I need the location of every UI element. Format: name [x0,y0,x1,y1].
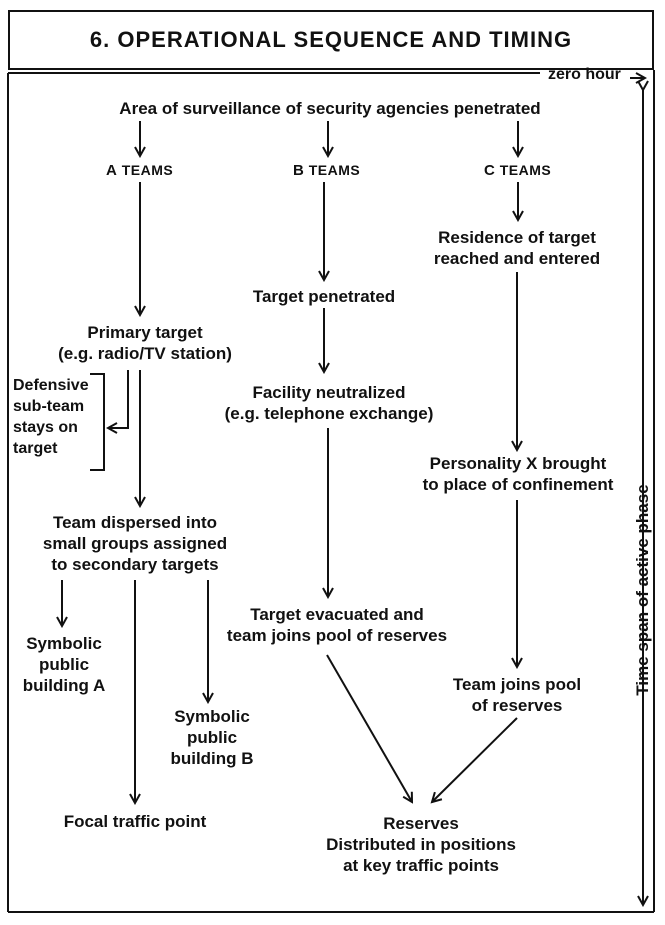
team-a-word: TEAMS [121,162,174,178]
sym-b-line-2: public [186,728,238,747]
reserves-line-2: Distributed in positions [326,835,516,854]
neutralized-line-1: Facility neutralized [252,383,406,402]
sym-a-line-1: Symbolic [26,634,102,653]
residence-line-1: Residence of target [438,228,596,247]
defensive-line-1: Defensive [13,377,89,394]
dispersed-line-1: Team dispersed into [52,513,218,532]
team-b-word: TEAMS [308,162,361,178]
personality-line-1: Personality X brought [429,454,607,473]
reserves-line-1: Reserves [383,814,459,833]
reserves-line-3: at key traffic points [343,856,499,875]
node-personality-x: Personality X brought to place of confin… [408,453,628,495]
evacuated-line-1: Target evacuated and [250,605,424,624]
sym-b-line-3: building B [170,749,254,768]
node-facility-neutralized: Facility neutralized (e.g. telephone exc… [214,382,444,424]
node-reserves: Reserves Distributed in positions at key… [306,813,536,876]
node-focal-traffic: Focal traffic point [63,812,207,831]
residence-line-2: reached and entered [433,249,601,268]
node-symbolic-b: Symbolic public building B [162,706,262,769]
time-span-label: Time span of active phase [633,484,652,696]
node-residence: Residence of target reached and entered [417,227,617,269]
primary-line-2: (e.g. radio/TV station) [58,344,232,363]
node-target-evacuated: Target evacuated and team joins pool of … [222,604,452,646]
defensive-line-2: sub-team [13,398,85,415]
defensive-bracket [90,373,105,471]
team-c-word: TEAMS [499,162,552,178]
team-a-label: A TEAMS [106,162,173,179]
defensive-line-4: target [13,440,58,457]
sym-a-line-2: public [38,655,90,674]
team-b-label: B TEAMS [293,162,360,179]
node-team-joins-pool: Team joins pool of reserves [437,674,597,716]
defensive-line-3: stays on [13,419,78,436]
title-box: 6. OPERATIONAL SEQUENCE AND TIMING [8,10,654,70]
top-node: Area of surveillance of security agencie… [119,99,541,118]
sym-a-line-3: building A [22,676,106,695]
dispersed-line-3: to secondary targets [51,555,219,574]
zero-hour-label: zero hour [548,66,621,83]
arrow-evacuated-to-reserves [326,654,412,802]
team-c-letter: C [484,162,496,179]
team-a-letter: A [106,162,118,179]
arrow-joins-to-reserves [432,717,518,802]
personality-line-2: to place of confinement [422,475,614,494]
sym-b-line-1: Symbolic [174,707,250,726]
evacuated-line-2: team joins pool of reserves [226,626,448,645]
arrow-primary-to-defensive [108,370,129,428]
diagram-title: 6. OPERATIONAL SEQUENCE AND TIMING [89,27,573,52]
primary-line-1: Primary target [87,323,203,342]
team-b-letter: B [293,162,305,179]
node-symbolic-a: Symbolic public building A [14,633,114,696]
team-c-label: C TEAMS [484,162,551,179]
neutralized-line-2: (e.g. telephone exchange) [224,404,434,423]
node-target-penetrated: Target penetrated [252,287,396,306]
joins-line-2: of reserves [471,696,563,715]
dispersed-line-2: small groups assigned [42,534,228,553]
node-team-dispersed: Team dispersed into small groups assigne… [30,512,240,575]
node-defensive-subteam: Defensive sub-team stays on target [13,375,89,459]
node-primary-target: Primary target (e.g. radio/TV station) [50,322,240,364]
joins-line-1: Team joins pool [452,675,582,694]
